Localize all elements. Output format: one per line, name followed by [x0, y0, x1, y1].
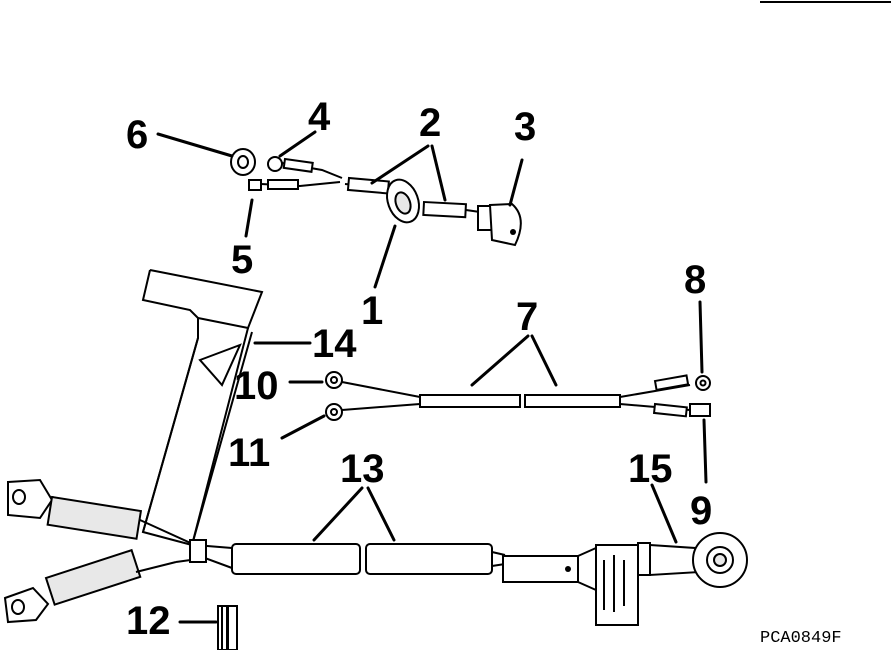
- callout-7: 7: [516, 295, 538, 339]
- leader-13b: [366, 486, 396, 542]
- callout-1: 1: [361, 289, 383, 333]
- leader-7b: [530, 334, 558, 387]
- part-4-ring-terminal-lead: [267, 156, 343, 179]
- callout-6: 6: [126, 113, 148, 157]
- part-14-warning-decal: [141, 269, 264, 547]
- part-3-switch-knob: [465, 202, 522, 247]
- leader-13a: [312, 486, 364, 542]
- cable-tag: [595, 544, 639, 626]
- callout-13: 13: [340, 447, 385, 491]
- part-5-spade-terminal-lead: [248, 179, 341, 191]
- callout-12: 12: [126, 599, 171, 643]
- warning-triangle-icon: [198, 343, 242, 387]
- part-8-ring-terminal: [695, 375, 711, 391]
- battery-post-clamp: [692, 532, 748, 588]
- part-1-bushing: [386, 178, 420, 224]
- part-6-grommet-ring: [230, 148, 256, 176]
- callout-4: 4: [308, 95, 331, 139]
- part-7-wire-lead: [341, 374, 691, 418]
- leader-2b: [430, 144, 447, 202]
- callout-2: 2: [419, 101, 441, 145]
- leader-4: [278, 130, 317, 158]
- leader-2a: [370, 144, 430, 185]
- cable-junction: [139, 519, 233, 569]
- leader-3: [508, 158, 524, 207]
- leader-8: [698, 300, 704, 374]
- part-15-boot: [637, 542, 702, 577]
- leader-5: [244, 198, 254, 238]
- battery-cable-lower-terminal: [3, 548, 177, 624]
- battery-cable-upper-terminal: [7, 478, 143, 540]
- part-13-cable-sleeves: [231, 543, 506, 575]
- leader-1: [373, 224, 397, 289]
- part-12-grommet: [217, 605, 238, 650]
- leader-7a: [470, 334, 530, 387]
- part-11-ring-terminal: [325, 403, 343, 421]
- leader-15: [650, 483, 678, 544]
- callout-3: 3: [514, 105, 536, 149]
- part-10-ring-terminal: [325, 371, 343, 389]
- leader-6: [156, 132, 234, 158]
- leader-11: [280, 414, 326, 440]
- callout-9: 9: [690, 489, 712, 533]
- callout-10: 10: [234, 364, 279, 408]
- cable-end-terminal: [502, 546, 597, 592]
- leader-9: [702, 418, 708, 484]
- callout-8: 8: [684, 258, 706, 302]
- part-2-wire-sleeves: [344, 176, 467, 219]
- callout-5: 5: [231, 238, 253, 282]
- callout-14: 14: [312, 322, 357, 366]
- callout-11: 11: [228, 431, 270, 475]
- figure-code: PCA0849F: [760, 629, 842, 648]
- callout-15: 15: [628, 447, 673, 491]
- part-9-spade-terminal: [689, 403, 711, 417]
